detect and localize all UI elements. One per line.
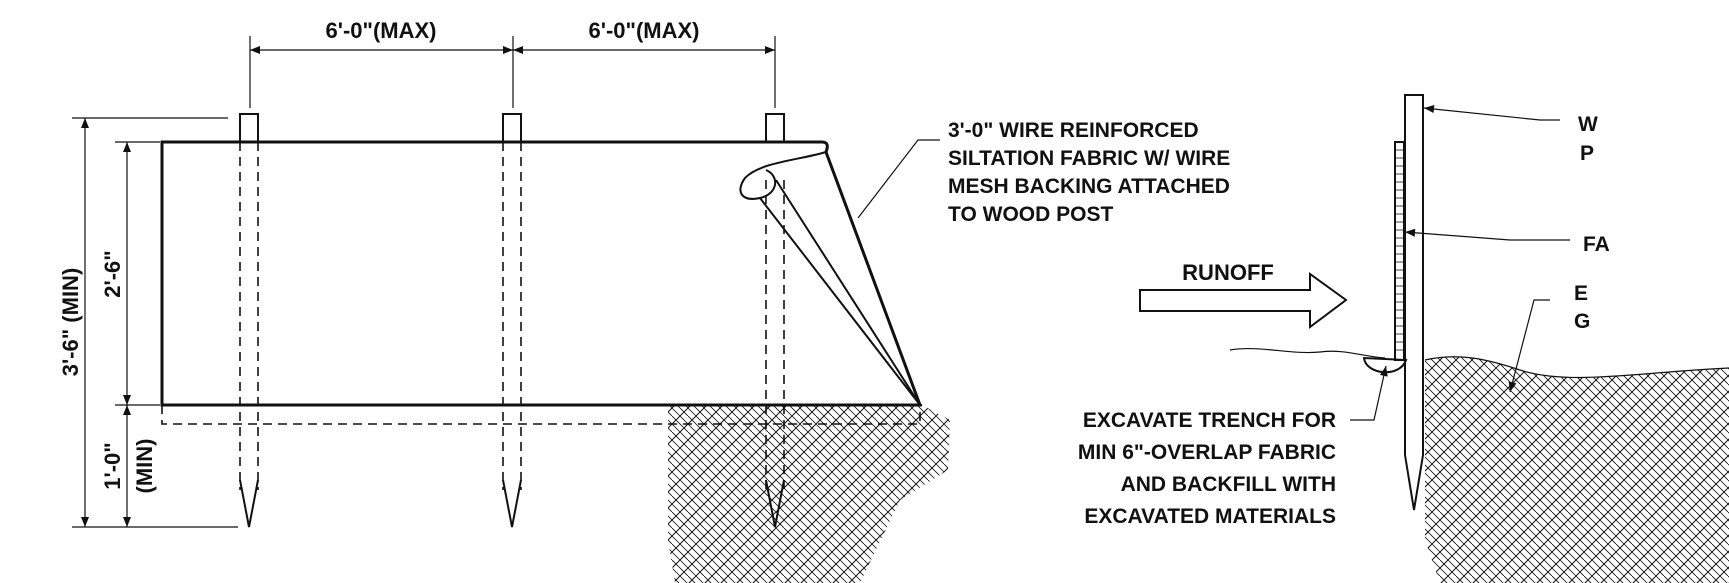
spacing-dimension: 6'-0"(MAX) 6'-0"(MAX): [249, 18, 776, 108]
fabric-curl: [739, 151, 921, 406]
runoff-arrow: [1139, 272, 1348, 329]
fabric-note-line-3: MESH BACKING ATTACHED: [948, 175, 1230, 198]
trench-note-line-4: EXCAVATED MATERIALS: [1084, 505, 1336, 528]
runoff-label: RUNOFF: [1182, 260, 1274, 285]
trench-note: EXCAVATE TRENCH FOR MIN 6"-OVERLAP FABRI…: [1078, 409, 1336, 528]
section-wood-post: [1404, 94, 1424, 511]
soil-hatch: [668, 405, 950, 583]
spacing-left-label: 6'-0"(MAX): [326, 18, 437, 43]
height-dimensions: 3'-6" (MIN) 2'-6" 1'-0" (MIN): [58, 117, 238, 528]
total-height-label: 3'-6" (MIN): [58, 268, 83, 377]
wood-posts-hidden: [239, 142, 785, 490]
fabric-leader-line-section: [1404, 228, 1570, 241]
spacing-right-label: 6'-0"(MAX): [589, 18, 700, 43]
wood-post-top: [502, 113, 522, 143]
existing-ground-left: [1229, 347, 1386, 359]
section-fabric: [1394, 141, 1405, 361]
post-tips: [239, 479, 785, 528]
fabric-height-label: 2'-6": [100, 250, 125, 297]
wood-post-top: [239, 113, 259, 143]
fabric-note: 3'-0" WIRE REINFORCED SILTATION FABRIC W…: [948, 119, 1230, 226]
elevation-view: 6'-0"(MAX) 6'-0"(MAX) 3'-6" (MIN) 2'-6" …: [58, 18, 1230, 583]
fabric-note-line-4: TO WOOD POST: [948, 203, 1113, 226]
buried-fabric-edge: [161, 405, 921, 425]
fabric-note-line-2: SILTATION FABRIC W/ WIRE: [948, 147, 1230, 170]
post-leader-line: [1423, 105, 1560, 121]
trench-note-line-3: AND BACKFILL WITH: [1121, 473, 1336, 496]
wood-posts-top: [239, 113, 785, 143]
fabric-label-partial: FA: [1583, 233, 1610, 256]
wood-post-top: [765, 113, 785, 143]
trench-note-line-1: EXCAVATE TRENCH FOR: [1083, 409, 1336, 432]
ground-label-partial-2: G: [1574, 310, 1590, 333]
section-soil-hatch: [1425, 356, 1729, 583]
embed-depth-label-1: 1'-0": [100, 442, 125, 489]
silt-fabric-panel: [160, 140, 923, 407]
fabric-leader-line: [857, 139, 940, 219]
ground-leader-line: [1508, 299, 1550, 393]
post-label-partial-1: W: [1578, 113, 1598, 136]
existing-ground-right: [1424, 356, 1729, 379]
fabric-mesh-ticks: [1395, 149, 1404, 351]
trench-leader-line: [1350, 365, 1388, 421]
trench-note-line-2: MIN 6"-OVERLAP FABRIC: [1078, 441, 1336, 464]
section-view: RUNOFF: [1078, 94, 1729, 583]
ground-label-partial-1: E: [1574, 282, 1588, 305]
fabric-note-line-1: 3'-0" WIRE REINFORCED: [948, 119, 1199, 142]
post-label-partial-2: P: [1580, 142, 1594, 165]
embed-depth-label-2: (MIN): [132, 439, 157, 494]
